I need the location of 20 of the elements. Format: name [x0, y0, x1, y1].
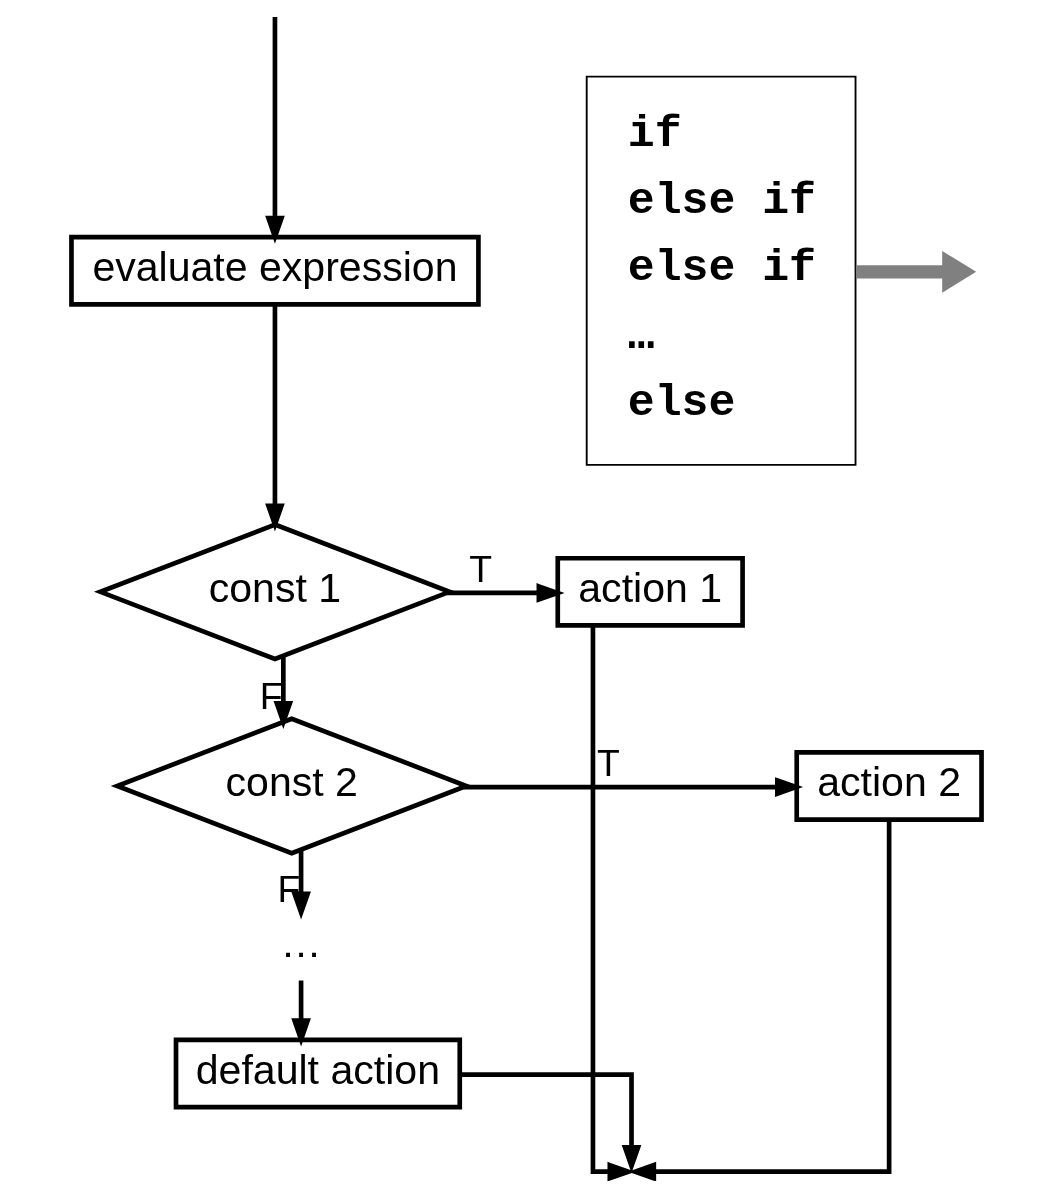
node-box: action 2	[793, 750, 984, 822]
arrow	[855, 251, 976, 293]
node-text: …	[280, 919, 322, 966]
edge-label: T	[596, 741, 620, 784]
node-box: default action	[173, 1037, 462, 1110]
node-box: evaluate expression	[68, 234, 481, 307]
node-box: action 1	[554, 555, 745, 628]
arrow	[273, 655, 293, 729]
arrow	[290, 850, 311, 920]
edge-label: F	[259, 675, 283, 718]
arrow	[264, 304, 285, 532]
arrow	[264, 16, 285, 244]
arrow	[459, 1072, 641, 1174]
node-diamond: const 1	[93, 522, 456, 662]
node-box: if else if else if … else	[585, 75, 856, 466]
arrow	[446, 583, 565, 603]
edge-label: F	[277, 867, 300, 910]
edge-label: T	[468, 547, 492, 590]
arrow	[290, 980, 311, 1047]
arrow	[463, 777, 803, 797]
